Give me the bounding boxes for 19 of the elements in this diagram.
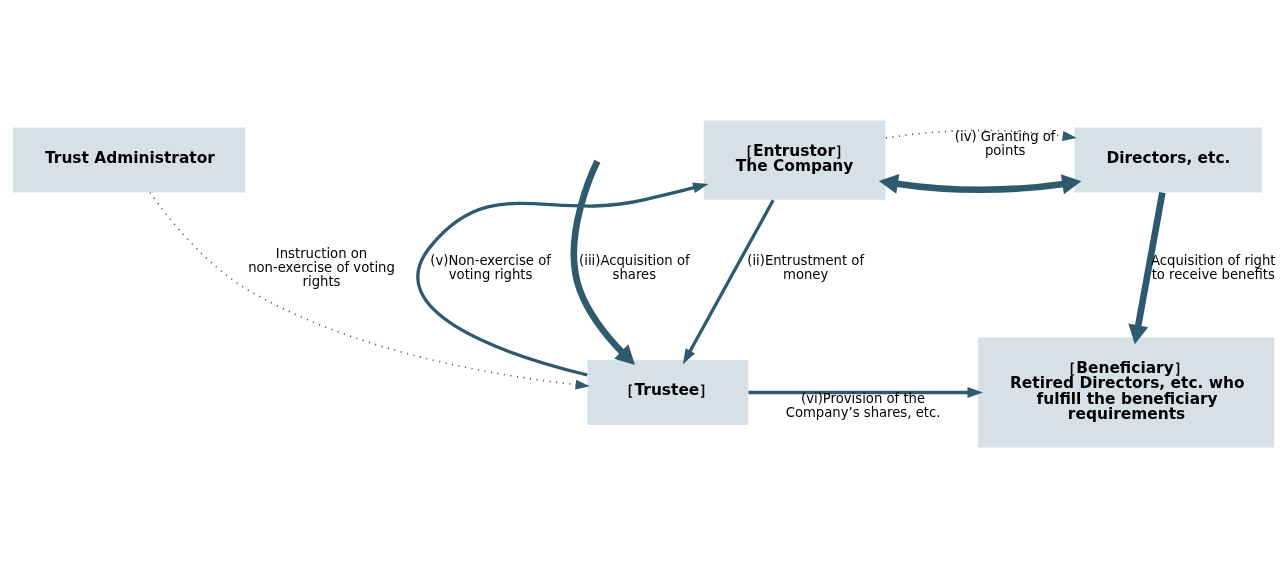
arrow — [885, 129, 1077, 141]
edge-label: (vi)Provision of the Company’s shares, etc. — [785, 390, 941, 420]
edge-label: (ii)Entrustment of money — [747, 252, 865, 282]
arrow — [1128, 191, 1166, 344]
node-box: Trust Administrator — [13, 127, 246, 193]
edge-label: (iii)Acquisition of shares — [579, 252, 690, 282]
node-box: ［Entrustor］ The Company — [703, 119, 886, 200]
arrow — [748, 386, 983, 398]
arrow — [682, 198, 775, 364]
edge-label: (v)Non-exercise of voting rights — [430, 252, 551, 282]
arrow — [570, 159, 635, 365]
arrow — [878, 173, 1082, 194]
edge-label: Instruction on non-exercise of voting rights — [248, 245, 395, 289]
node-box: Directors, etc. — [1074, 127, 1262, 193]
node-box: ［Trustee］ — [587, 359, 749, 425]
arrow — [416, 181, 709, 377]
edge-label: (iv) Granting of points — [954, 128, 1056, 158]
arrow — [149, 191, 590, 390]
node-box: ［Beneficiary］ Retired Directors, etc. who fulfill the beneficiary requirements — [978, 336, 1275, 448]
